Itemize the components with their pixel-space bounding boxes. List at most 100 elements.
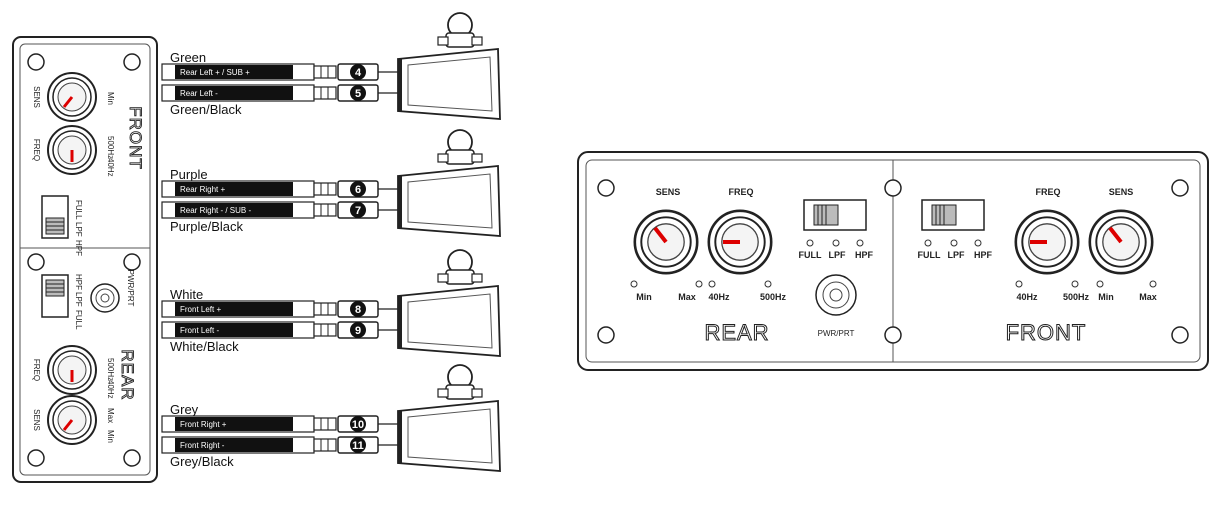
wire-function-label: Rear Right - / SUB - (180, 206, 251, 215)
front-switch-hpf-label: HPF (74, 240, 83, 256)
rear-switch-hpf-label: HPF (855, 250, 874, 260)
wire-label-bar (175, 182, 293, 196)
screw-icon (123, 53, 141, 71)
rear-sens-label: SENS (32, 409, 41, 431)
front-freq-knob[interactable] (47, 125, 97, 175)
wire-label-bar (175, 86, 293, 100)
wire-label-bar (175, 65, 293, 79)
wire-function-label: Rear Left - (180, 89, 218, 98)
connector-icon (313, 203, 337, 217)
vertical-amp-panel: FRONT REAR SENS FREQ FREQ SENS Min 500Hz… (12, 36, 158, 483)
front-sens-label: SENS (1109, 187, 1134, 197)
led-icon (950, 239, 958, 247)
front-switch-hpf-label: HPF (974, 250, 993, 260)
front-freq-label: FREQ (1035, 187, 1060, 197)
terminal-number-badge (350, 437, 366, 453)
wire-function-label: Front Left + (180, 305, 221, 314)
speaker-pod-icon (397, 165, 501, 237)
led-icon (974, 239, 982, 247)
connector-icon (313, 182, 337, 196)
terminal-number-badge (350, 416, 366, 432)
connector-icon (313, 417, 337, 431)
screw-icon (123, 253, 141, 271)
screw-icon (1171, 179, 1189, 197)
front-sens-max-label: Max (1139, 292, 1157, 302)
wire-function-label: Rear Right + (180, 185, 225, 194)
wire-color-label: Purple/Black (170, 219, 243, 234)
pwr-prt-indicator (90, 283, 120, 313)
rear-freq-knob[interactable] (707, 209, 773, 275)
terminal-number: 6 (355, 184, 361, 196)
screw-icon (27, 253, 45, 271)
wire-function-label: Front Right + (180, 420, 227, 429)
terminal-number: 8 (355, 304, 361, 316)
rear-section-label: REAR (118, 349, 137, 400)
wire-color-label: Grey (170, 402, 199, 417)
rear-switch-full-label: FULL (799, 250, 822, 260)
wire-label-bar (175, 302, 293, 316)
screw-icon (1171, 326, 1189, 344)
rear-crossover-switch[interactable] (803, 199, 867, 231)
wire-function-label: Front Right - (180, 441, 225, 450)
terminal-number: 5 (355, 88, 361, 100)
screw-icon (123, 449, 141, 467)
connector-icon (313, 323, 337, 337)
front-freq-500-label: 500Hz (106, 136, 115, 159)
led-icon (924, 239, 932, 247)
terminal-number: 10 (352, 419, 364, 431)
front-crossover-switch[interactable] (921, 199, 985, 231)
rear-freq-40-label: 40Hz (106, 380, 115, 399)
rear-switch-lpf-label: LPF (829, 250, 847, 260)
wire-label-bar (175, 417, 293, 431)
rear-freq-40-label: 40Hz (708, 292, 730, 302)
screw-icon (884, 179, 902, 197)
rear-sens-knob[interactable] (633, 209, 699, 275)
front-freq-label: FREQ (32, 139, 41, 161)
rear-switch-lpf-label: LPF (74, 292, 83, 307)
wire-color-label: White (170, 287, 203, 302)
pwr-prt-label: PWR/PRT (126, 270, 135, 307)
rear-crossover-switch[interactable] (41, 274, 69, 318)
rear-freq-500-label: 500Hz (106, 358, 115, 381)
front-freq-knob[interactable] (1014, 209, 1080, 275)
led-icon (695, 280, 703, 288)
wire-color-label: Grey/Black (170, 454, 234, 469)
wire-color-label: Green (170, 50, 206, 65)
front-freq-500-label: 500Hz (1063, 292, 1090, 302)
screw-icon (597, 326, 615, 344)
connector-icon (313, 302, 337, 316)
front-sens-min-label: Min (106, 92, 115, 105)
terminal-number: 4 (355, 67, 362, 79)
led-icon (1071, 280, 1079, 288)
rear-sens-knob[interactable] (47, 395, 97, 445)
rear-switch-hpf-label: HPF (74, 274, 83, 290)
led-icon (806, 239, 814, 247)
screw-icon (27, 53, 45, 71)
wire-label-bar (175, 438, 293, 452)
terminal-number-badge (350, 322, 366, 338)
led-icon (832, 239, 840, 247)
terminal-number-badge (350, 301, 366, 317)
led-icon (856, 239, 864, 247)
rear-sens-label: SENS (656, 187, 681, 197)
rear-freq-label: FREQ (32, 359, 41, 381)
front-sens-label: SENS (32, 86, 41, 108)
screw-icon (884, 326, 902, 344)
terminal-number: 11 (352, 440, 364, 452)
rear-freq-knob[interactable] (47, 345, 97, 395)
led-icon (1096, 280, 1104, 288)
rear-freq-label: FREQ (728, 187, 753, 197)
rear-sens-min-label: Min (106, 430, 115, 443)
wire-label-bar (175, 323, 293, 337)
connector-icon (313, 65, 337, 79)
front-sens-knob[interactable] (47, 72, 97, 122)
front-sens-knob[interactable] (1088, 209, 1154, 275)
screw-icon (27, 449, 45, 467)
front-crossover-switch[interactable] (41, 195, 69, 239)
wire-color-label: White/Black (170, 339, 239, 354)
front-freq-40-label: 40Hz (106, 158, 115, 177)
wire-color-label: Purple (170, 167, 208, 182)
pwr-prt-indicator (815, 274, 857, 316)
terminal-number-badge (350, 181, 366, 197)
wire-function-label: Front Left - (180, 326, 219, 335)
